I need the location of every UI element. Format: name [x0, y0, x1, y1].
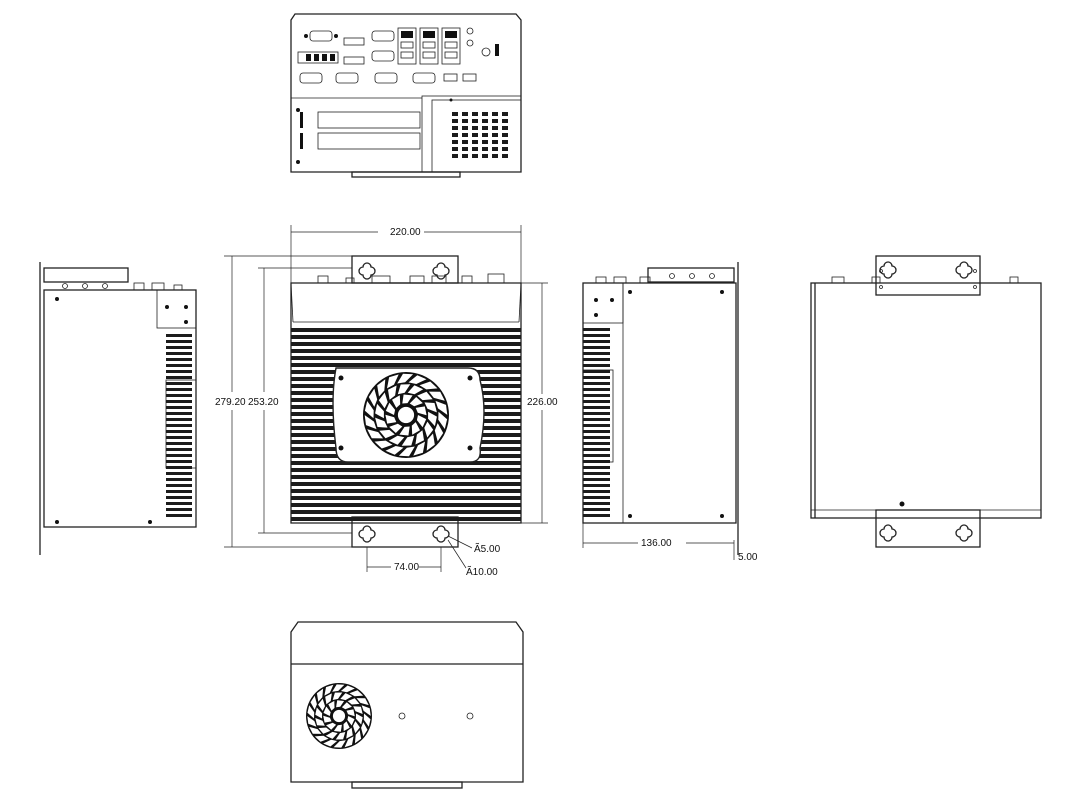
rear-view — [290, 621, 524, 789]
mounting-hole — [955, 261, 973, 279]
dimension-hole-pitch-label: 253.20 — [248, 397, 279, 408]
dimension-body-height-label: 226.00 — [527, 397, 558, 408]
front-io-view — [290, 13, 522, 178]
serial-port — [335, 72, 359, 84]
serial-port — [371, 30, 395, 42]
vent-panel — [421, 95, 522, 173]
mounting-hole — [358, 525, 376, 543]
left-side-view — [39, 262, 197, 555]
mounting-bracket — [351, 516, 459, 548]
dimension-hole-spacing-label: 74.00 — [394, 562, 419, 573]
serial-port — [374, 72, 398, 84]
usb-port — [443, 73, 477, 82]
hole-diameter-5-label: Ã5.00 — [474, 542, 501, 555]
lan-usb-stack — [397, 27, 461, 65]
dimension-annotations: 220.00 279.20 253.20 226.00 74.00 Ã5.00 … — [215, 225, 558, 578]
mounting-hole — [432, 525, 450, 543]
hole-diameter-10-label: Ã10.00 — [466, 565, 498, 578]
dimension-height-label: 279.20 — [215, 397, 246, 408]
serial-port — [412, 72, 436, 84]
mounting-hole — [432, 262, 450, 280]
dip-switch — [495, 44, 499, 56]
top-main-view — [290, 255, 522, 548]
mounting-hole — [358, 262, 376, 280]
mounting-bracket — [351, 255, 459, 284]
serial-port — [304, 30, 338, 42]
serial-port — [299, 72, 323, 84]
fan-icon — [306, 683, 372, 749]
bottom-plate-view — [810, 255, 1042, 548]
dimension-depth-label: 136.00 — [641, 538, 672, 549]
dimension-bracket-label: 5.00 — [738, 552, 758, 563]
power-button — [481, 47, 491, 57]
mounting-hole — [955, 524, 973, 542]
displayport — [343, 37, 365, 46]
audio-jack — [466, 27, 474, 47]
fan-icon — [363, 372, 449, 458]
fan-plate — [332, 367, 485, 463]
power-connector — [297, 51, 339, 64]
dimension-width-label: 220.00 — [390, 227, 421, 238]
serial-port — [371, 50, 395, 62]
right-side-view: 136.00 5.00 — [582, 262, 758, 563]
hdmi-port — [343, 56, 365, 65]
expansion-slot — [317, 111, 421, 150]
mounting-hole — [879, 524, 897, 542]
